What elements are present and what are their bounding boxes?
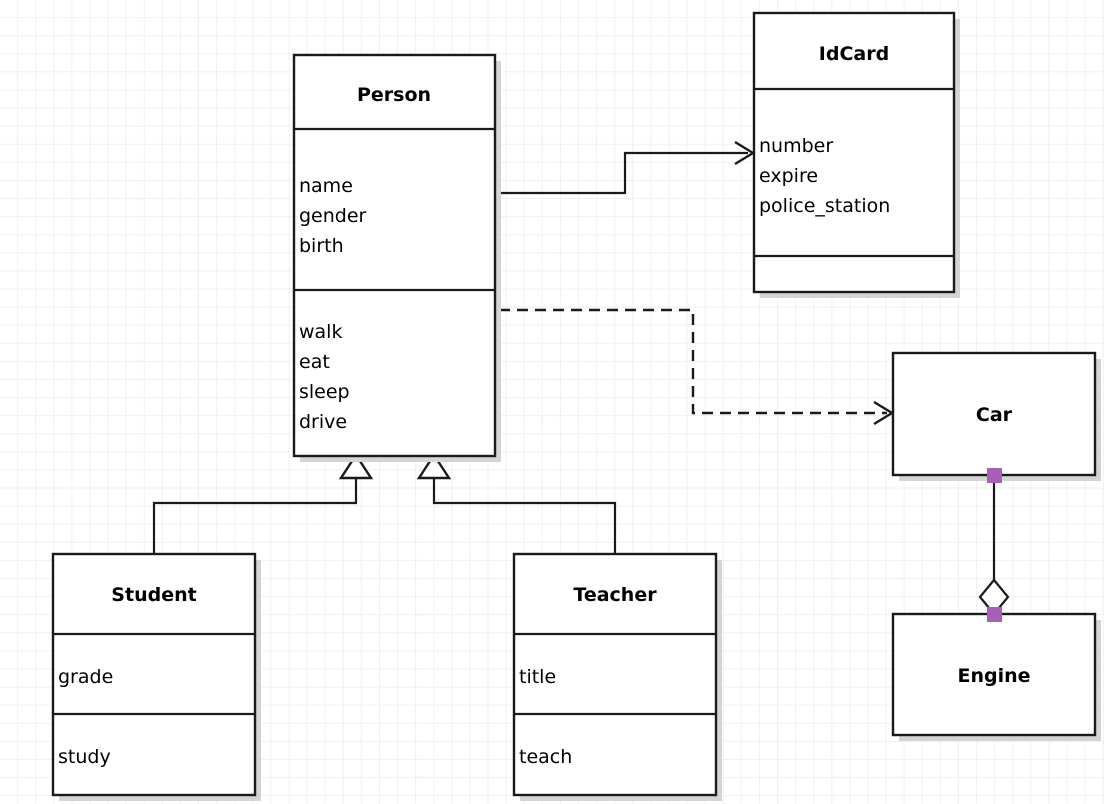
attribute-label: title bbox=[519, 666, 556, 688]
method-label: sleep bbox=[299, 381, 350, 403]
class-name-label: Car bbox=[976, 404, 1013, 426]
class-name-label: IdCard bbox=[819, 43, 889, 65]
class-box-engine[interactable]: Engine bbox=[891, 612, 1101, 741]
class-box-idcard[interactable]: IdCard number expire police_station bbox=[752, 11, 960, 298]
method-label: drive bbox=[299, 411, 347, 433]
method-label: teach bbox=[519, 746, 572, 768]
box-body[interactable] bbox=[512, 552, 718, 797]
attribute-label: number bbox=[759, 135, 833, 157]
box-body[interactable] bbox=[891, 612, 1097, 737]
relationship-person-car-dependency[interactable] bbox=[499, 308, 895, 426]
box-body[interactable] bbox=[752, 11, 956, 294]
selection-handle-target[interactable] bbox=[987, 607, 1002, 622]
box-body[interactable] bbox=[51, 552, 257, 797]
hollow-triangle-arrowhead-icon bbox=[416, 452, 452, 480]
hollow-triangle-arrowhead-icon bbox=[338, 452, 374, 480]
relationship-person-idcard-association[interactable] bbox=[495, 140, 756, 195]
class-box-teacher[interactable]: Teacher title teach bbox=[512, 552, 722, 801]
attribute-label: gender bbox=[299, 205, 367, 227]
relationship-teacher-person-generalization[interactable] bbox=[416, 452, 617, 554]
class-box-student[interactable]: Student grade study bbox=[51, 552, 261, 801]
dependency-line[interactable] bbox=[499, 308, 887, 415]
class-name-label: Student bbox=[111, 584, 196, 606]
association-line[interactable] bbox=[495, 151, 748, 195]
method-label: study bbox=[58, 746, 111, 768]
generalization-line[interactable] bbox=[152, 474, 358, 554]
relationship-student-person-generalization[interactable] bbox=[152, 452, 374, 554]
attribute-label: expire bbox=[759, 165, 818, 187]
attribute-label: name bbox=[299, 175, 353, 197]
selection-handle-source[interactable] bbox=[987, 468, 1002, 483]
relationship-car-engine-aggregation[interactable] bbox=[978, 468, 1010, 622]
attribute-label: birth bbox=[299, 235, 344, 257]
attribute-label: grade bbox=[58, 666, 113, 688]
class-name-label: Person bbox=[357, 84, 431, 106]
generalization-line[interactable] bbox=[432, 474, 617, 554]
class-name-label: Engine bbox=[957, 665, 1030, 687]
method-label: walk bbox=[299, 321, 342, 343]
class-name-label: Teacher bbox=[573, 584, 657, 606]
method-label: eat bbox=[299, 351, 330, 373]
attribute-label: police_station bbox=[759, 195, 890, 217]
class-box-car[interactable]: Car bbox=[891, 351, 1101, 481]
box-body[interactable] bbox=[292, 53, 497, 458]
class-box-person[interactable]: Person name gender birth walk eat sleep … bbox=[292, 53, 501, 462]
